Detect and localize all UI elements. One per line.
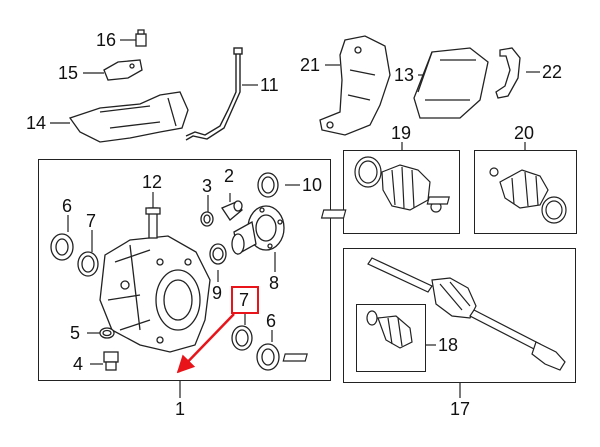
axle-shaft-box — [343, 248, 576, 383]
callout-11: 11 — [260, 75, 279, 95]
cv-boot-kit-box — [356, 304, 426, 372]
callout-10: 10 — [302, 175, 323, 195]
part-6-seal-right — [256, 343, 280, 371]
callout-21: 21 — [300, 55, 321, 75]
part-20-cv-joint-kit — [426, 167, 567, 224]
part-21-mount-bracket — [319, 35, 391, 136]
callout-9: 9 — [212, 283, 223, 303]
part-12-bolt — [145, 207, 161, 239]
part-6-seal-left — [50, 233, 74, 261]
callout-2: 2 — [224, 166, 235, 186]
callout-17: 17 — [450, 399, 471, 419]
outer-cv-joint-box — [343, 150, 460, 234]
part-1-differential-housing — [99, 235, 211, 353]
callout-1: 1 — [175, 399, 186, 419]
callout-8: 8 — [269, 273, 280, 293]
callout-14: 14 — [26, 113, 47, 133]
inner-cv-joint-box — [474, 150, 577, 234]
highlight-arrow — [176, 313, 235, 374]
callout-3: 3 — [202, 176, 213, 196]
part-16-bolt — [135, 29, 147, 47]
differential-assembly-box — [38, 159, 331, 381]
callout-7-highlighted: 7 — [239, 290, 250, 310]
callout-18: 18 — [438, 335, 459, 355]
callout-7-left: 7 — [86, 211, 97, 231]
part-2-plug — [221, 200, 243, 221]
callout-19: 19 — [391, 123, 412, 143]
part-5-o-ring — [99, 327, 115, 339]
callout-13: 13 — [394, 65, 415, 85]
part-18-boot-kit — [282, 310, 413, 362]
part-13-insulator — [413, 47, 489, 119]
callout-22: 22 — [542, 62, 563, 82]
callout-16: 16 — [96, 30, 117, 50]
part-17-axle-shaft — [367, 257, 566, 371]
part-22-strap — [495, 47, 521, 99]
part-19-cv-joint-kit — [320, 156, 442, 219]
callout-6-left: 6 — [62, 196, 73, 216]
callout-15: 15 — [58, 63, 79, 83]
part-4-drain-plug — [103, 351, 119, 371]
part-7-seal-right — [231, 325, 253, 351]
highlight-box-part-7 — [231, 286, 259, 314]
part-11-vent-tube — [185, 47, 243, 141]
callout-20: 20 — [514, 123, 535, 143]
callout-5: 5 — [70, 323, 81, 343]
callout-12: 12 — [142, 172, 163, 192]
part-7-seal-left — [77, 251, 99, 277]
part-8-flange — [231, 205, 285, 256]
callout-6-right: 6 — [266, 311, 277, 331]
part-3-washer — [200, 211, 214, 227]
part-9-seal — [209, 243, 227, 265]
part-14-heat-shield — [68, 91, 189, 143]
part-15-bracket — [103, 59, 143, 81]
part-10-seal — [257, 172, 279, 198]
callout-4: 4 — [73, 354, 84, 374]
